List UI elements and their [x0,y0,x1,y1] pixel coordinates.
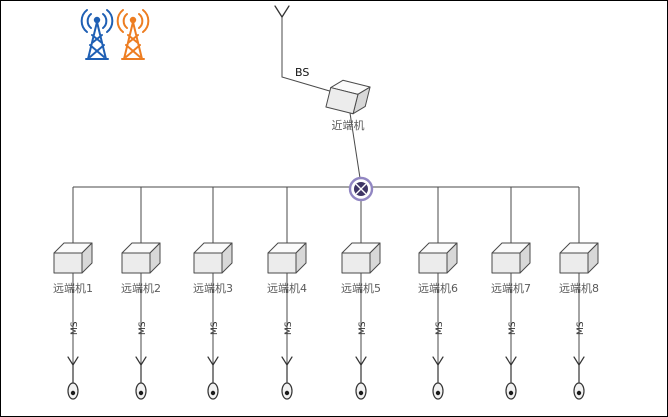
remote-unit-box [418,242,458,274]
remote-unit-box [559,242,599,274]
remote-unit-label: 远端机7 [491,281,531,295]
tower-blue-icon [80,9,114,60]
remote-unit-label: 远端机4 [267,281,307,295]
near-unit-label: 近端机 [332,118,365,132]
remote-unit-box [491,242,531,274]
ms-label: MS [508,321,518,335]
remote-unit-box [193,242,233,274]
remote-unit-label: 远端机1 [53,281,93,295]
ms-label: MS [284,321,294,335]
ms-label: MS [435,321,445,335]
remote-unit-box [121,242,161,274]
ms-label: MS [576,321,586,335]
ms-label: MS [138,321,148,335]
ms-label: MS [358,321,368,335]
remote-unit-label: 远端机3 [193,281,233,295]
bs-antenna-icon [274,5,290,19]
near-unit-box [325,77,371,117]
remote-unit-label: 远端机8 [559,281,599,295]
splitter-icon [348,176,374,202]
remote-unit-label: 远端机5 [341,281,381,295]
remote-unit-box [341,242,381,274]
tower-orange-icon [116,9,150,60]
ms-label: MS [210,321,220,335]
remote-unit-label: 远端机2 [121,281,161,295]
connector-lines [72,17,580,383]
remote-unit-box [267,242,307,274]
ms-label: MS [70,321,80,335]
remote-unit-label: 远端机6 [418,281,458,295]
remote-unit-box [53,242,93,274]
bs-label: BS [295,66,309,79]
